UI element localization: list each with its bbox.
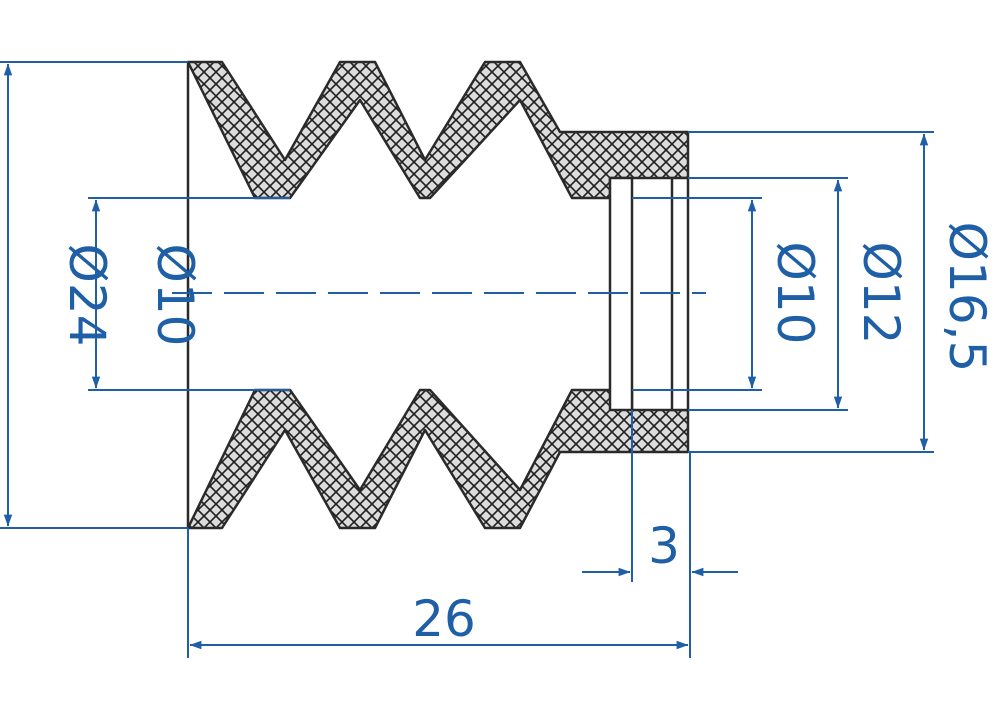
label-total-length: 26 bbox=[412, 590, 476, 648]
label-outer-diameter: Ø24 bbox=[58, 244, 116, 347]
label-groove-diameter: Ø12 bbox=[852, 242, 910, 345]
label-inner-diameter-left: Ø10 bbox=[146, 244, 204, 347]
label-inner-diameter-right: Ø10 bbox=[766, 242, 824, 345]
label-sleeve-diameter: Ø16,5 bbox=[938, 222, 996, 373]
label-groove-width: 3 bbox=[648, 517, 680, 575]
dimension-labels: Ø24 Ø10 Ø10 Ø12 Ø16,5 26 3 bbox=[58, 222, 996, 648]
dimension-lines bbox=[0, 61, 934, 658]
